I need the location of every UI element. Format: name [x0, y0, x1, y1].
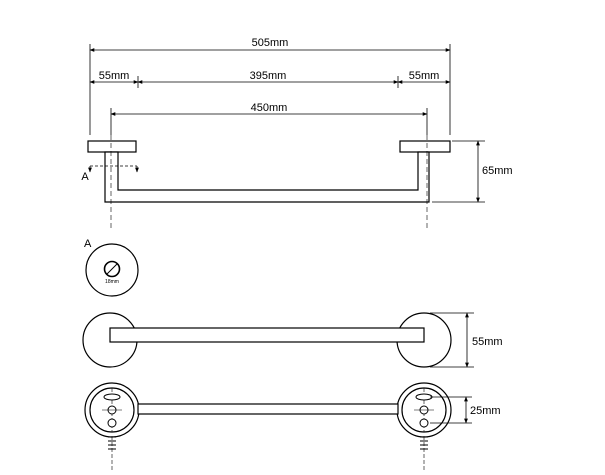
top-view	[82, 312, 452, 368]
dimension-depth	[432, 140, 485, 203]
left-offset-label: 55mm	[99, 70, 130, 82]
mounting-view	[84, 382, 452, 438]
right-mount-screws	[414, 388, 434, 432]
side-view-centerlines	[110, 135, 428, 230]
section-detail	[85, 243, 139, 297]
dimension-screw-spacing	[430, 396, 472, 424]
dimension-overall	[89, 44, 451, 135]
left-mount-screws	[102, 388, 122, 432]
dimension-center-to-center	[110, 108, 428, 135]
right-offset-label: 55mm	[409, 70, 440, 82]
overall-width-label: 505mm	[252, 37, 289, 49]
middle-span-label: 395mm	[250, 70, 287, 82]
screw-spacing-label: 25mm	[470, 405, 501, 417]
dimension-base-diameter	[430, 312, 474, 368]
section-detail-title: A	[84, 238, 92, 250]
dimension-offsets	[89, 76, 451, 88]
base-diameter-label: 55mm	[472, 336, 503, 348]
wall-anchor-icons	[108, 436, 428, 470]
depth-label: 65mm	[482, 165, 513, 177]
side-view	[87, 140, 451, 203]
hole-diameter-label: 18mm	[105, 279, 119, 285]
section-marker-label: A	[81, 171, 89, 183]
center-to-center-label: 450mm	[251, 102, 288, 114]
section-marker-arrows	[88, 165, 139, 173]
